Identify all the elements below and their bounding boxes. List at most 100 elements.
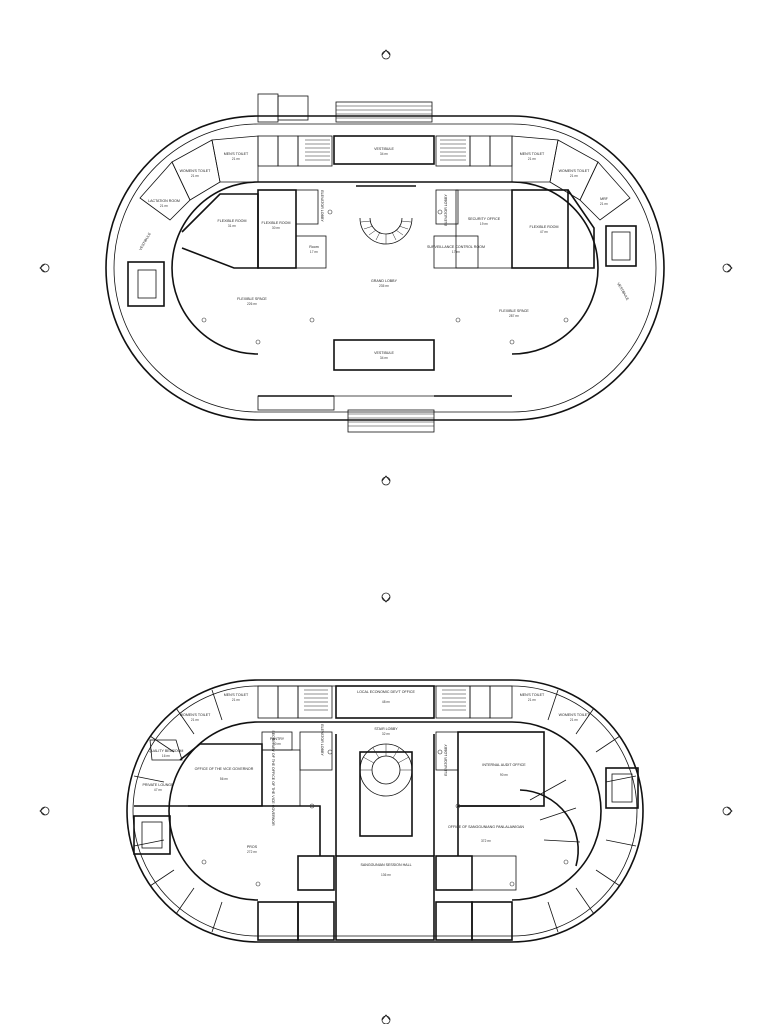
section-marker-icon [39, 806, 50, 816]
svg-text:SECRETARY OF THE OFFICE OF THE: SECRETARY OF THE OFFICE OF THE VICE GOVE… [271, 730, 275, 826]
svg-text:34 m²: 34 m² [380, 152, 388, 156]
svg-text:SANGGUNIAN SESSION HALL: SANGGUNIAN SESSION HALL [360, 863, 411, 867]
room-label: SECRETARY OF THE OFFICE OF THE VICE GOVE… [271, 730, 275, 826]
svg-text:21 m²: 21 m² [191, 718, 199, 722]
svg-text:LACTATION ROOM: LACTATION ROOM [148, 199, 180, 203]
room-label: LOCAL ECONOMIC DEV'T OFFICE 48 m² [357, 690, 415, 704]
svg-text:PANTRY: PANTRY [270, 737, 285, 741]
section-marker-icon [381, 592, 391, 603]
svg-text:OFFICE OF THE VICE GOVERNOR: OFFICE OF THE VICE GOVERNOR [195, 767, 254, 771]
svg-text:21 m²: 21 m² [191, 174, 199, 178]
svg-text:ELEVATOR LOBBY: ELEVATOR LOBBY [320, 724, 324, 756]
svg-text:32 m²: 32 m² [382, 732, 390, 736]
svg-text:17 m²: 17 m² [310, 250, 318, 254]
svg-text:WOMEN'S TOILET: WOMEN'S TOILET [559, 713, 591, 717]
svg-text:136 m²: 136 m² [381, 873, 391, 877]
section-marker-icon [722, 806, 733, 816]
svg-text:MRF: MRF [600, 197, 609, 201]
section-marker-icon [381, 49, 391, 60]
svg-text:OFFICE OF SANGGUNIANG PANLALAW: OFFICE OF SANGGUNIANG PANLALAWIGAN [448, 825, 524, 829]
svg-text:47 m²: 47 m² [154, 788, 162, 792]
svg-text:10 m²: 10 m² [273, 742, 281, 746]
svg-text:WOMEN'S TOILET: WOMEN'S TOILET [559, 169, 591, 173]
svg-text:WOMEN'S TOILET: WOMEN'S TOILET [180, 169, 212, 173]
section-marker-icon [381, 475, 391, 486]
section-marker-icon [381, 1014, 391, 1024]
svg-text:FLEXIBLE ROOM: FLEXIBLE ROOM [218, 219, 247, 223]
svg-text:21 m²: 21 m² [160, 204, 168, 208]
svg-text:21 m²: 21 m² [600, 202, 608, 206]
svg-text:ELEVATOR LOBBY: ELEVATOR LOBBY [444, 744, 448, 776]
svg-text:Room: Room [309, 245, 319, 249]
svg-text:21 m²: 21 m² [528, 157, 536, 161]
svg-text:VESTIBULE: VESTIBULE [616, 282, 630, 302]
svg-text:FLEXIBLE SPACE: FLEXIBLE SPACE [499, 309, 529, 313]
room-label: ELEVATOR LOBBY [444, 194, 448, 226]
svg-text:SECURITY OFFICE: SECURITY OFFICE [468, 217, 501, 221]
svg-text:FLEXIBLE ROOM: FLEXIBLE ROOM [262, 221, 291, 225]
svg-text:MEN'S TOILET: MEN'S TOILET [224, 693, 249, 697]
svg-text:226 m²: 226 m² [247, 302, 257, 306]
svg-text:272 m²: 272 m² [247, 850, 257, 854]
section-marker-icon [39, 263, 50, 273]
svg-text:21 m²: 21 m² [570, 174, 578, 178]
svg-text:34 m²: 34 m² [380, 356, 388, 360]
svg-text:SURVEILLANCE CONTROL ROOM: SURVEILLANCE CONTROL ROOM [427, 245, 485, 249]
svg-text:287 m²: 287 m² [509, 314, 519, 318]
svg-text:VESTIBULE: VESTIBULE [374, 351, 394, 355]
room-label: ELEVATOR LOBBY [444, 744, 448, 776]
svg-text:ELEVATOR LOBBY: ELEVATOR LOBBY [444, 194, 448, 226]
room-label: VESTIBULE [616, 282, 630, 302]
svg-text:48 m²: 48 m² [382, 700, 390, 704]
svg-text:PRIVATE LOUNGE: PRIVATE LOUNGE [142, 783, 174, 787]
svg-text:47 m²: 47 m² [540, 230, 548, 234]
svg-text:WOMEN'S TOILET: WOMEN'S TOILET [180, 713, 212, 717]
svg-text:31 m²: 31 m² [228, 224, 236, 228]
svg-text:VESTIBULE: VESTIBULE [374, 147, 394, 151]
svg-text:MEN'S TOILET: MEN'S TOILET [224, 152, 249, 156]
svg-text:21 m²: 21 m² [570, 718, 578, 722]
svg-text:LOCAL ECONOMIC DEV'T OFFICE: LOCAL ECONOMIC DEV'T OFFICE [357, 690, 415, 694]
svg-text:FLEXIBLE ROOM: FLEXIBLE ROOM [530, 225, 559, 229]
room-label: ELEVATOR LOBBY [320, 724, 324, 756]
svg-text:MEN'S TOILET: MEN'S TOILET [520, 693, 545, 697]
svg-text:21 m²: 21 m² [528, 698, 536, 702]
svg-text:21 m²: 21 m² [232, 157, 240, 161]
svg-text:21 m²: 21 m² [232, 698, 240, 702]
svg-text:235 m²: 235 m² [379, 284, 389, 288]
svg-text:STAIR LOBBY: STAIR LOBBY [374, 727, 398, 731]
svg-text:16 m²: 16 m² [162, 754, 170, 758]
section-marker-icon [722, 263, 733, 273]
svg-text:INTERNAL AUDIT OFFICE: INTERNAL AUDIT OFFICE [482, 763, 526, 767]
svg-text:VESTIBULE: VESTIBULE [138, 231, 152, 251]
svg-text:PROS: PROS [247, 845, 258, 849]
svg-text:MEN'S TOILET: MEN'S TOILET [520, 152, 545, 156]
room-label: ELEVATOR LOBBY [320, 190, 324, 222]
